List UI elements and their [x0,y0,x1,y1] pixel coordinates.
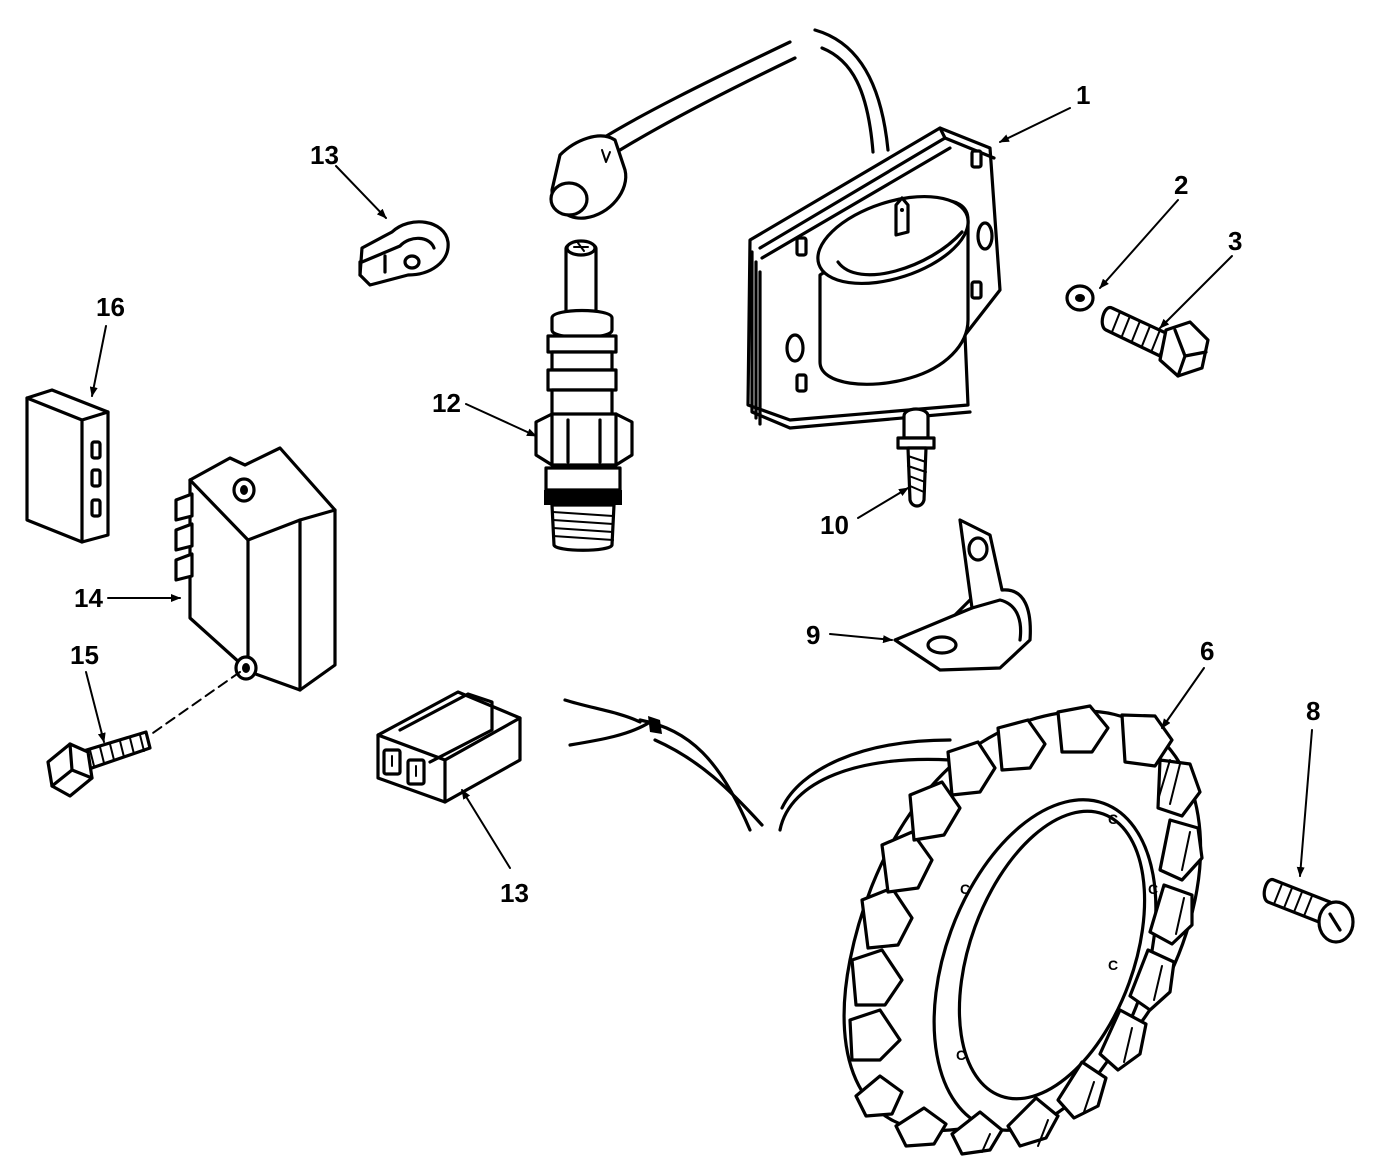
callout-2: 2 [1174,170,1188,200]
stator [842,704,1204,1156]
stator-mark: C [1108,957,1118,973]
wire-connector [376,690,522,804]
cable-clamp [358,220,450,287]
coil-mounting-screw [1100,306,1210,378]
callout-10: 10 [820,510,849,540]
callout-1: 1 [1076,80,1090,110]
callout-8: 8 [1306,696,1320,726]
stator-leads [563,698,952,832]
switch-box [174,446,337,692]
callout-3: 3 [1228,226,1242,256]
callout-13-clamp: 13 [310,140,339,170]
ground-bracket [893,518,1032,672]
leader-arrows [85,107,1313,877]
spark-plug [534,239,634,552]
stator-mark: C [1148,881,1158,897]
callout-15: 15 [70,640,99,670]
washer [1065,284,1095,312]
callout-13-connector: 13 [500,878,529,908]
callout-12: 12 [432,388,461,418]
stator-mark: C [1108,811,1118,827]
callout-16: 16 [96,292,125,322]
callout-6: 6 [1200,636,1214,666]
stator-screw [1262,878,1355,944]
terminal-block [25,388,110,544]
switch-box-screw [46,671,241,798]
stator-mark: C [960,881,970,897]
callout-9: 9 [806,620,820,650]
callout-labels: 1 2 3 6 8 9 10 12 13 13 14 15 16 [70,80,1320,908]
ignition-coil [549,28,1002,430]
callout-14: 14 [74,583,103,613]
bracket-screw [896,407,936,508]
stator-mark: C [956,1047,966,1063]
